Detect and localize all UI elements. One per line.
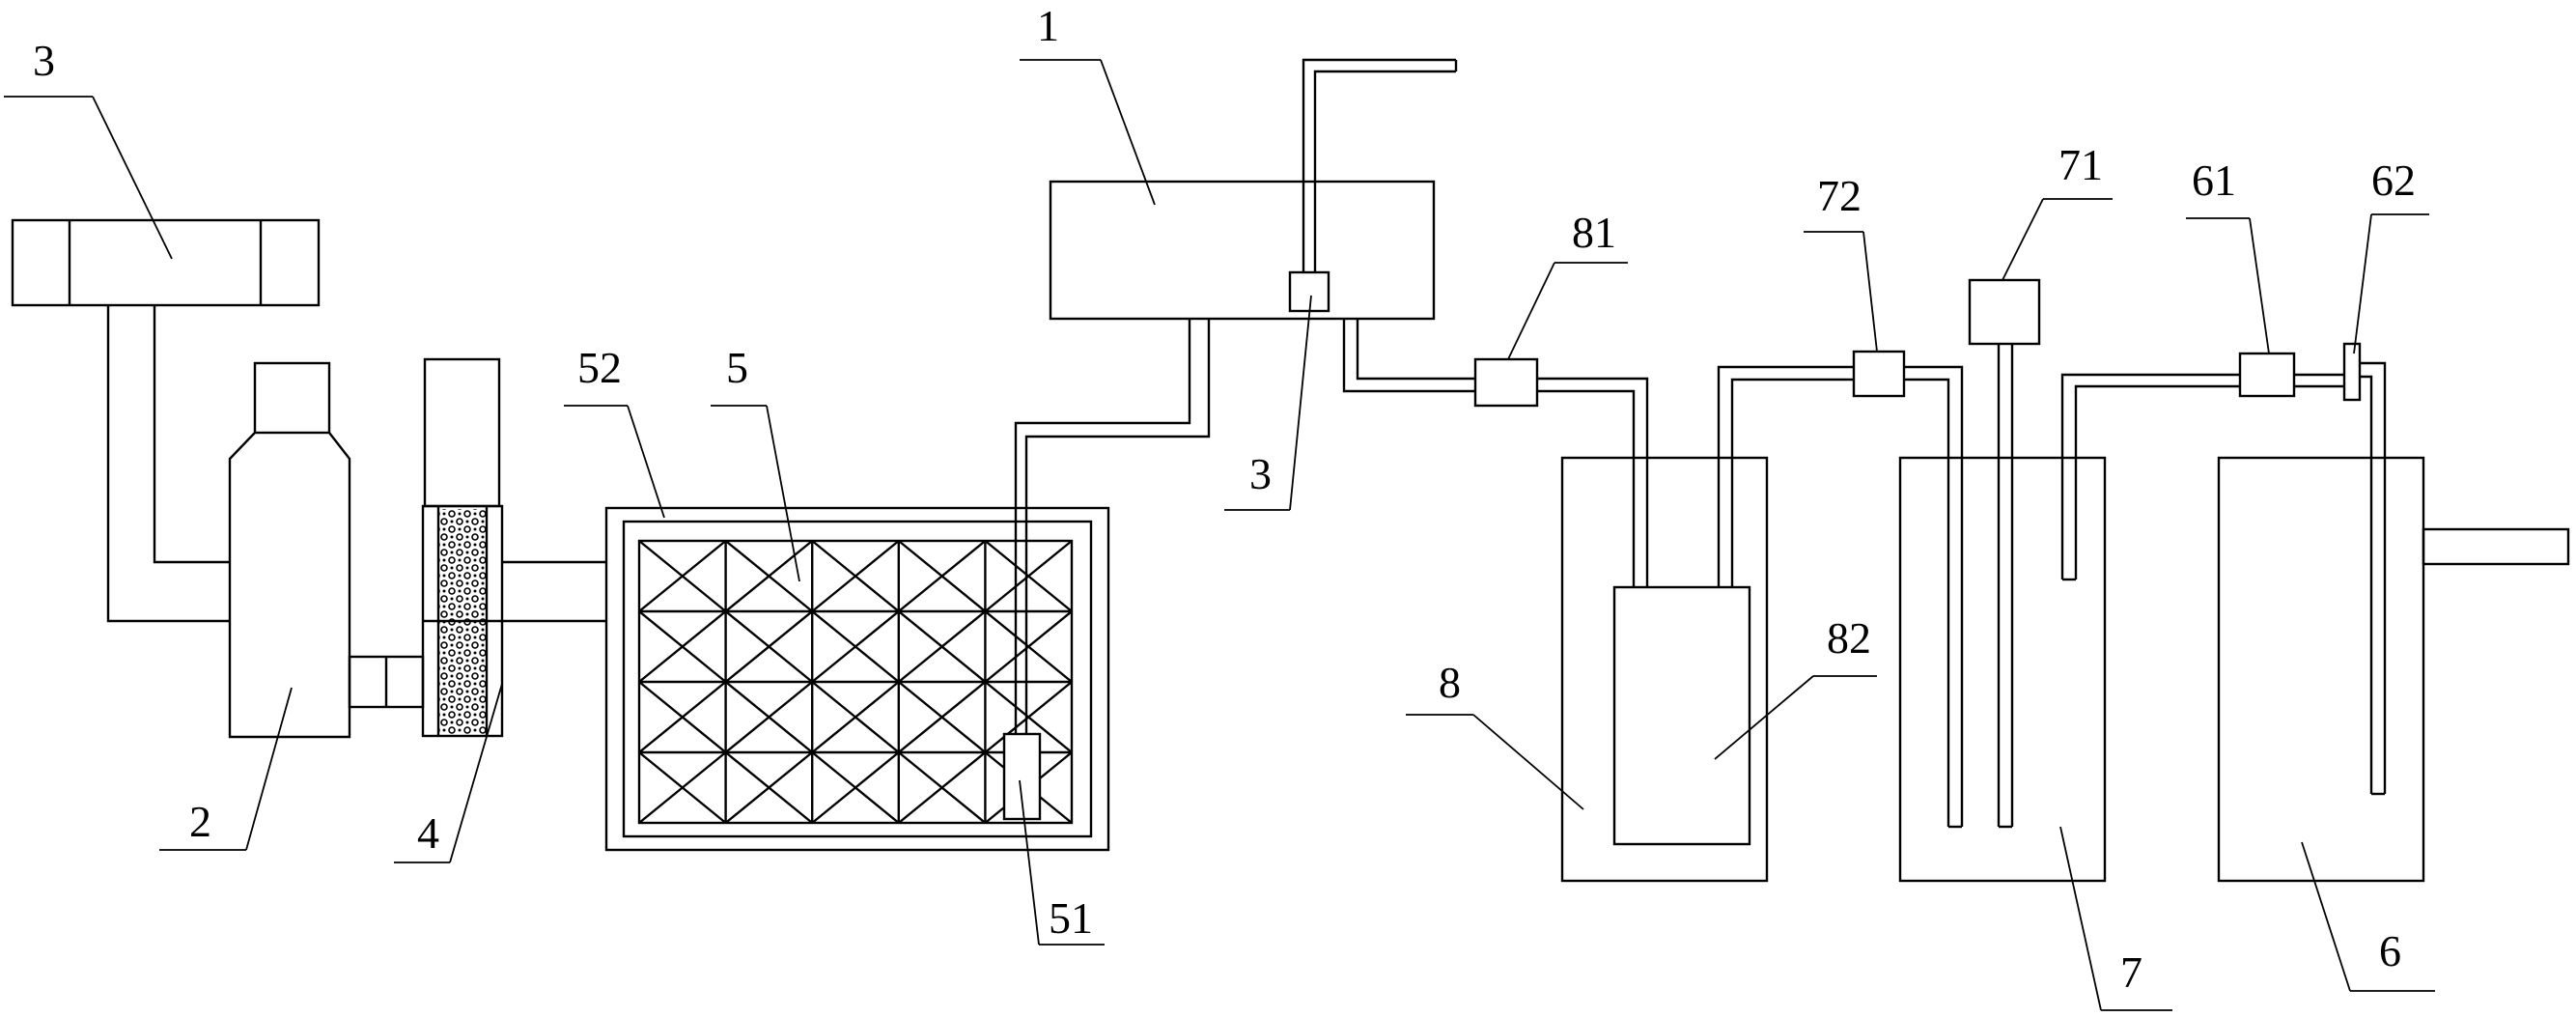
lattice-line	[638, 681, 727, 753]
lattice-line	[811, 610, 900, 683]
lattice-line	[724, 751, 813, 824]
lattice-line	[984, 610, 1073, 683]
lattice-line	[811, 540, 900, 612]
lattice-line	[898, 540, 987, 612]
pipe-2-to-4	[348, 655, 425, 709]
unit-5-chamber	[604, 506, 1110, 852]
lattice-line	[638, 751, 727, 824]
pipe-82-to-7	[1717, 350, 1964, 829]
lattice-line	[984, 540, 1073, 612]
lattice-line	[898, 681, 987, 753]
pipe-7-to-6	[2060, 342, 2387, 796]
label-5: 5	[726, 343, 748, 392]
pipe-1-to-8	[1342, 319, 1649, 587]
label-82: 82	[1827, 613, 1871, 663]
label-61: 61	[2192, 155, 2236, 205]
pipe-4-to-5	[502, 560, 606, 623]
lattice-line	[724, 681, 813, 753]
pipe-3-to-2	[106, 305, 230, 623]
label-3-middle: 3	[1249, 449, 1272, 498]
lattice-line	[724, 610, 813, 683]
lattice-line	[984, 681, 1073, 753]
label-6: 6	[2379, 926, 2401, 975]
unit-7-tank	[1898, 278, 2107, 883]
lattice-line	[898, 610, 987, 683]
label-81: 81	[1572, 208, 1616, 257]
lattice-line	[811, 681, 900, 753]
label-71: 71	[2058, 140, 2103, 189]
unit-8-tank	[1560, 456, 1769, 883]
unit-6-tank	[2217, 456, 2570, 883]
label-72: 72	[1817, 171, 1862, 220]
unit-51-pump	[1002, 319, 1211, 821]
lattice-line	[638, 610, 727, 683]
unit-3-fan	[11, 218, 321, 307]
label-2: 2	[189, 797, 211, 846]
unit-2-vessel	[228, 361, 351, 739]
lattice-line	[811, 751, 900, 824]
label-62: 62	[2371, 155, 2416, 205]
lattice-line	[638, 540, 727, 612]
label-4: 4	[417, 808, 439, 858]
leader-lines	[4, 59, 2435, 1011]
unit-1-tank	[1049, 58, 1458, 321]
callout-labels: 3 2 4 52 5 51 1 3 81 72 71 61 62 82 8 7 …	[33, 1, 2416, 997]
grid-lattice	[637, 539, 1074, 825]
label-3-left: 3	[33, 36, 55, 85]
lattice-line	[898, 751, 987, 824]
lattice-line	[724, 540, 813, 612]
label-1: 1	[1037, 1, 1059, 50]
label-8: 8	[1439, 658, 1461, 707]
label-7: 7	[2120, 947, 2142, 997]
label-52: 52	[577, 343, 622, 392]
label-51: 51	[1049, 893, 1093, 943]
unit-4-filter	[421, 357, 504, 738]
